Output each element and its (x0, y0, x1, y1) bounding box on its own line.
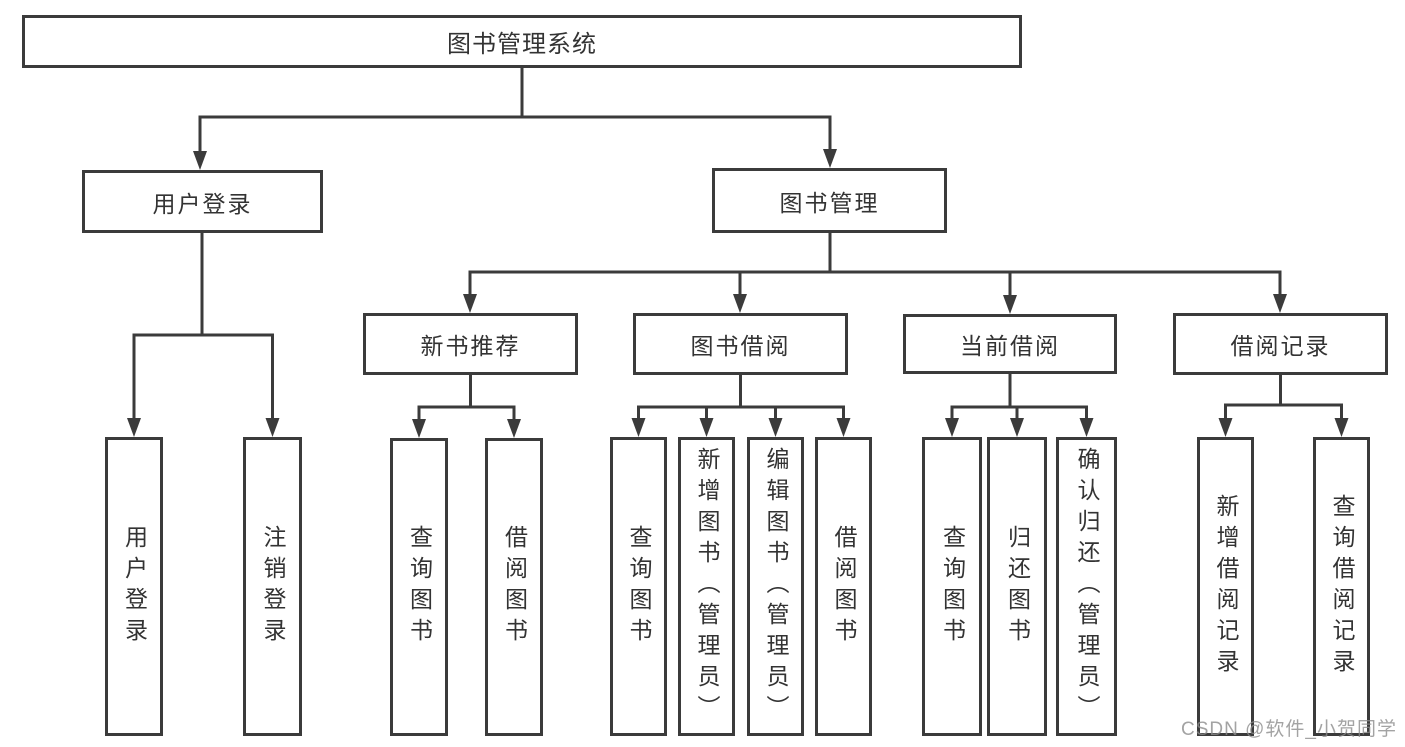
node-new-book-recommend-label: 新书推荐 (420, 333, 521, 359)
leaf-add-borrow-record-label: 新增借阅记录 (1213, 493, 1239, 680)
leaf-query-books-3: 查询图书 (922, 437, 982, 736)
leaf-confirm-return-admin: 确认归还（管理员） (1056, 437, 1117, 736)
node-book-borrow: 图书借阅 (633, 313, 848, 375)
node-borrow-records: 借阅记录 (1173, 313, 1388, 375)
node-new-book-recommend: 新书推荐 (363, 313, 578, 375)
leaf-logout: 注销登录 (243, 437, 302, 736)
leaf-logout-label: 注销登录 (260, 524, 286, 649)
leaf-user-login: 用户登录 (105, 437, 163, 736)
node-current-borrow-label: 当前借阅 (960, 333, 1060, 359)
node-user-login-label: 用户登录 (152, 190, 253, 217)
leaf-query-books-1: 查询图书 (390, 438, 448, 736)
node-root-label: 图书管理系统 (447, 31, 597, 58)
leaf-return-books-label: 归还图书 (1004, 524, 1031, 649)
leaf-query-borrow-record: 查询借阅记录 (1313, 437, 1370, 736)
leaf-borrow-books-1-label: 借阅图书 (501, 525, 528, 649)
leaf-edit-books-admin: 编辑图书（管理员） (747, 437, 804, 736)
csdn-watermark: CSDN @软件_小贺同学 (1181, 719, 1397, 740)
node-user-login: 用户登录 (82, 170, 323, 233)
leaf-query-borrow-record-label: 查询借阅记录 (1329, 493, 1355, 680)
leaf-borrow-books-1: 借阅图书 (485, 438, 543, 736)
leaf-user-login-label: 用户登录 (121, 524, 148, 649)
leaf-add-books-admin-label: 新增图书（管理员） (694, 447, 720, 726)
leaf-borrow-books-2: 借阅图书 (815, 437, 872, 736)
leaf-edit-books-admin-label: 编辑图书（管理员） (763, 447, 789, 726)
node-current-borrow: 当前借阅 (903, 314, 1117, 374)
leaf-add-borrow-record: 新增借阅记录 (1197, 437, 1254, 736)
node-book-management-label: 图书管理 (779, 189, 880, 216)
leaf-query-books-2-label: 查询图书 (626, 524, 652, 649)
node-borrow-records-label: 借阅记录 (1230, 333, 1331, 359)
leaf-query-books-1-label: 查询图书 (406, 525, 433, 649)
leaf-confirm-return-admin-label: 确认归还（管理员） (1074, 447, 1100, 726)
leaf-query-books-2: 查询图书 (610, 437, 667, 736)
node-book-management: 图书管理 (712, 168, 947, 233)
node-root: 图书管理系统 (22, 15, 1022, 68)
leaf-return-books: 归还图书 (987, 437, 1047, 736)
leaf-query-books-3-label: 查询图书 (939, 524, 966, 649)
leaf-borrow-books-2-label: 借阅图书 (831, 524, 857, 649)
leaf-add-books-admin: 新增图书（管理员） (678, 437, 735, 736)
node-book-borrow-label: 图书借阅 (690, 333, 791, 359)
